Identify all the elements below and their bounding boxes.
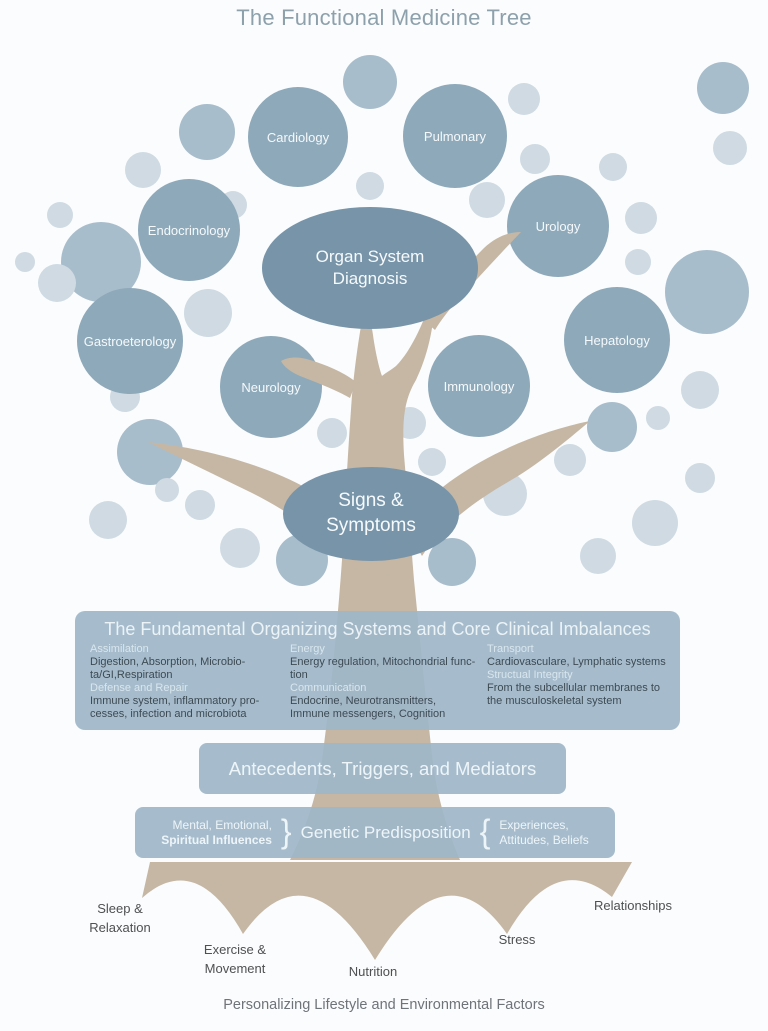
specialty-circle-endocrinology: Endocrinology (138, 179, 240, 281)
branch-left-arm (281, 357, 356, 398)
decor-circle (469, 182, 505, 218)
genetic-small-line: Spiritual Influences (161, 832, 272, 847)
decor-circle (646, 406, 670, 430)
left-brace-glyph: } (280, 811, 292, 850)
specialty-circle-pulmonary: Pulmonary (403, 84, 507, 188)
bottom-caption: Personalizing Lifestyle and Environmenta… (223, 997, 545, 1013)
decor-circle (38, 264, 76, 302)
experiences-attitudes-beliefs-label: Experiences,Attitudes, Beliefs (499, 818, 588, 848)
root-label-line: Nutrition (348, 964, 398, 979)
branch-swoosh-right (406, 421, 590, 556)
hub-label-line: Symptoms (326, 515, 416, 536)
decor-circle (632, 500, 678, 546)
decor-circle (685, 463, 715, 493)
right-brace-glyph: { (479, 811, 491, 850)
decor-circle (713, 131, 747, 165)
genetic-predisposition-box: Mental, Emotional,Spiritual Influences }… (135, 807, 615, 858)
specialty-circle-neurology: Neurology (220, 336, 322, 438)
decor-circle (15, 252, 35, 272)
root-label-nutrition: Nutrition (349, 963, 397, 982)
root-label-stress: Stress (499, 931, 536, 950)
specialty-circle-cardiology: Cardiology (248, 87, 348, 187)
specialty-label: Endocrinology (147, 222, 231, 238)
hub-ellipse-signs-symptoms: Signs & Symptoms (283, 467, 459, 561)
decor-circle (599, 153, 627, 181)
antecedents-label: Antecedents, Triggers, and Mediators (228, 757, 537, 779)
decor-circle (89, 501, 127, 539)
decor-circle (681, 371, 719, 409)
decor-circle (625, 249, 651, 275)
decor-circle (697, 62, 749, 114)
decor-circle (580, 538, 616, 574)
specialty-label: Gastroeterology (83, 333, 177, 349)
decor-circle (625, 202, 657, 234)
specialty-label: Hepatology (584, 332, 650, 348)
decor-circle (356, 172, 384, 200)
specialty-label: Urology (535, 218, 581, 234)
specialty-circle-gastroeterology: Gastroeterology (77, 288, 183, 394)
genetic-small-line: Mental, Emotional, (172, 817, 272, 832)
decor-circle (155, 478, 179, 502)
genetic-predisposition-label: Genetic Predisposition (300, 822, 471, 842)
root-label-line: Movement (204, 960, 266, 976)
decor-circle (508, 83, 540, 115)
specialty-circle-hepatology: Hepatology (564, 287, 670, 393)
decor-circle (184, 289, 232, 337)
decor-circle (520, 144, 550, 174)
genetic-box-content: Mental, Emotional,Spiritual Influences }… (135, 807, 615, 858)
root-label-line: Stress (498, 932, 536, 947)
specialty-circle-immunology: Immunology (428, 335, 530, 437)
root-label-relationships: Relationships (594, 897, 672, 916)
decor-circle (317, 418, 347, 448)
hub-label-line: Organ System (315, 246, 425, 266)
decor-circle (587, 402, 637, 452)
root-label-line: Relaxation (89, 919, 151, 935)
fundamental-systems-title: The Fundamental Organizing Systems and C… (104, 619, 651, 639)
root-label-sleep-relaxation: Sleep & Relaxation (89, 900, 150, 938)
root-label-line: Sleep & (97, 901, 143, 916)
decor-circle (179, 104, 235, 160)
specialty-label: Pulmonary (423, 128, 487, 144)
antecedents-box: Antecedents, Triggers, and Mediators (199, 743, 566, 794)
decor-circle (665, 250, 749, 334)
decor-circle (47, 202, 73, 228)
mental-emotional-spiritual-label: Mental, Emotional,Spiritual Influences (161, 818, 272, 848)
decor-circle (185, 490, 215, 520)
decor-circle (220, 528, 260, 568)
decor-circle (554, 444, 586, 476)
hub-label-line: Diagnosis (332, 269, 408, 288)
page-title: The Functional Medicine Tree (236, 5, 532, 30)
tree-roots (142, 862, 632, 960)
hub-label-line: Signs & (338, 490, 404, 512)
specialty-label: Cardiology (266, 129, 330, 145)
decor-circle (428, 538, 476, 586)
root-label-exercise-movement: Exercise & Movement (204, 941, 266, 979)
specialty-label: Neurology (241, 379, 301, 395)
genetic-small-line: Experiences, (499, 817, 569, 832)
genetic-small-line: Attitudes, Beliefs (499, 832, 589, 847)
specialty-circle-urology: Urology (507, 175, 609, 277)
root-label-line: Exercise & (203, 942, 267, 957)
root-label-line: Relationships (593, 898, 673, 913)
decor-circle (343, 55, 397, 109)
hub-label: Signs & Symptoms (326, 489, 416, 538)
specialty-label: Immunology (443, 378, 515, 394)
decor-circle (125, 152, 161, 188)
decor-circle (418, 448, 446, 476)
